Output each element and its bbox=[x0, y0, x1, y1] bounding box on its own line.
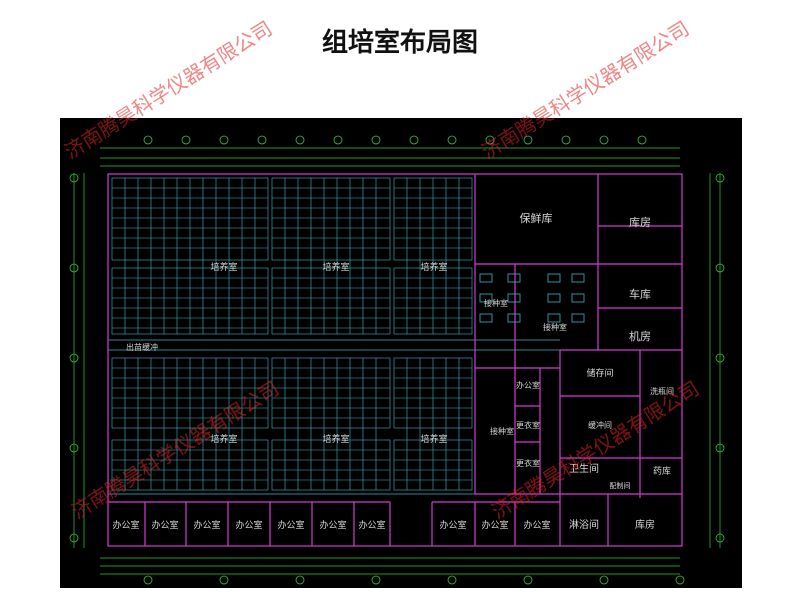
axis-markers bbox=[69, 135, 725, 585]
label-inoculation-room-2: 接种室 bbox=[543, 322, 567, 332]
culture-racks bbox=[111, 177, 473, 491]
label-office-10: 办公室 bbox=[523, 519, 550, 531]
label-garage: 车库 bbox=[629, 287, 651, 301]
inoculation-benches bbox=[479, 273, 585, 323]
label-office-mid: 办公室 bbox=[516, 380, 540, 390]
corridor bbox=[108, 339, 560, 495]
label-office-2: 办公室 bbox=[151, 519, 178, 531]
label-preservation-store: 保鲜库 bbox=[520, 211, 553, 225]
label-office-8: 办公室 bbox=[439, 519, 466, 531]
label-warehouse-1: 库房 bbox=[629, 216, 651, 229]
label-restroom: 卫生间 bbox=[569, 462, 599, 475]
floor-plan-drawing: 培养室 培养室 培养室 培养室 培养室 培养室 保鲜库 库房 车库 机房 接种室… bbox=[69, 135, 725, 585]
label-inoculation-room-1: 接种室 bbox=[484, 298, 508, 308]
walls bbox=[107, 173, 683, 547]
room-labels: 培养室 培养室 培养室 培养室 培养室 培养室 保鲜库 库房 车库 机房 接种室… bbox=[112, 211, 674, 531]
label-office-4: 办公室 bbox=[235, 519, 262, 531]
label-culture-room-5: 培养室 bbox=[322, 433, 349, 445]
label-office-5: 办公室 bbox=[277, 519, 304, 531]
label-culture-room-3: 培养室 bbox=[420, 261, 447, 273]
label-office-9: 办公室 bbox=[481, 519, 508, 531]
label-changing-room-2: 更衣室 bbox=[516, 458, 540, 468]
label-warehouse-2: 库房 bbox=[635, 518, 655, 531]
label-machine-room: 机房 bbox=[629, 329, 651, 343]
label-inoculation-room-3: 接种室 bbox=[490, 426, 514, 436]
label-shower-room: 淋浴间 bbox=[569, 518, 599, 531]
page-title: 组培室布局图 bbox=[321, 28, 478, 58]
label-office-7: 办公室 bbox=[358, 519, 385, 531]
cad-floor-plan: 培养室 培养室 培养室 培养室 培养室 培养室 保鲜库 库房 车库 机房 接种室… bbox=[60, 118, 742, 588]
label-wash-room: 洗瓶间 bbox=[650, 386, 674, 396]
label-office-1: 办公室 bbox=[112, 519, 139, 531]
label-buffer-room: 缓冲间 bbox=[588, 420, 612, 430]
label-medicine-store: 药库 bbox=[653, 465, 671, 477]
label-dispensary: 配制间 bbox=[610, 481, 631, 490]
label-changing-room-1: 更衣室 bbox=[516, 420, 540, 430]
label-culture-room-6: 培养室 bbox=[420, 433, 447, 445]
label-office-3: 办公室 bbox=[193, 519, 220, 531]
label-culture-room-1: 培养室 bbox=[210, 261, 237, 273]
label-culture-room-4: 培养室 bbox=[210, 433, 237, 445]
label-culture-room-2: 培养室 bbox=[322, 261, 349, 273]
dimension-lines bbox=[73, 147, 721, 575]
label-office-6: 办公室 bbox=[319, 519, 346, 531]
label-storage-room: 储存间 bbox=[586, 367, 613, 379]
label-exit-buffer: 出苗缓冲 bbox=[126, 342, 158, 352]
